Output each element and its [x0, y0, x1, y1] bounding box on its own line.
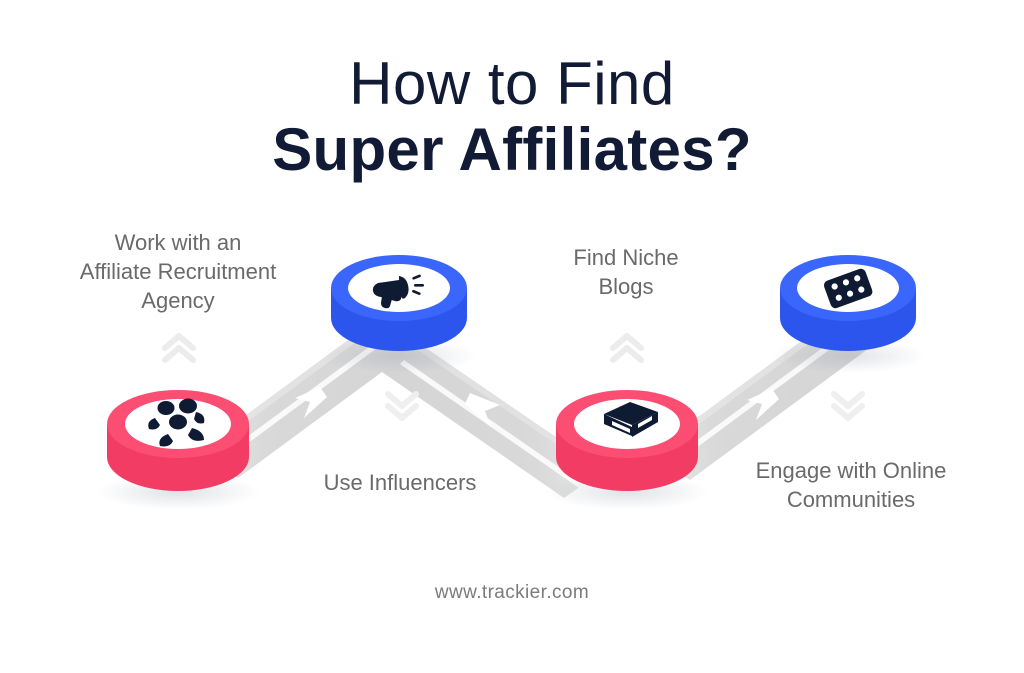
step-label-1: Work with an Affiliate Recruitment Agenc…: [44, 228, 312, 315]
page-title: How to Find Super Affiliates?: [0, 52, 1024, 184]
node-shadow: [770, 339, 926, 373]
step-label-4-line-1: Engage with Online: [755, 458, 947, 483]
step-label-3: Find Niche Blogs: [518, 243, 734, 301]
step-label-2: Use Influencers: [295, 468, 505, 497]
megaphone-icon: [372, 274, 424, 309]
step-label-1-line-2: Affiliate Recruitment: [79, 259, 277, 285]
step-node-2[interactable]: [331, 255, 467, 351]
arrow-marker: [465, 393, 500, 427]
step-node-3[interactable]: [556, 390, 698, 491]
double-chevron-down-icon: [385, 391, 419, 421]
book-icon: [604, 402, 658, 437]
step-label-2-line-1: Use Influencers: [323, 470, 477, 495]
grid-network-icon: [823, 268, 873, 309]
step-label-4-line-2: Communities: [786, 487, 916, 513]
step-label-4: Engage with Online Communities: [718, 456, 984, 514]
step-label-3-line-1: Find Niche: [573, 245, 679, 270]
arrow-marker: [295, 387, 327, 418]
step-label-1-line-1: Work with an: [114, 230, 242, 255]
step-label-3-line-2: Blogs: [598, 274, 654, 300]
title-line-2: Super Affiliates?: [272, 116, 752, 183]
double-chevron-up-icon: [162, 333, 196, 363]
arrow-marker: [747, 389, 779, 420]
title-line-1: How to Find: [349, 50, 675, 117]
double-chevron-up-icon: [610, 333, 644, 363]
people-group-icon: [148, 398, 205, 447]
step-node-1[interactable]: [107, 390, 249, 491]
step-label-1-line-3: Agency: [141, 288, 215, 314]
footer-url[interactable]: www.trackier.com: [434, 582, 590, 603]
step-node-4[interactable]: [780, 255, 916, 351]
node-shadow: [321, 339, 477, 373]
double-chevron-down-icon: [831, 391, 865, 421]
